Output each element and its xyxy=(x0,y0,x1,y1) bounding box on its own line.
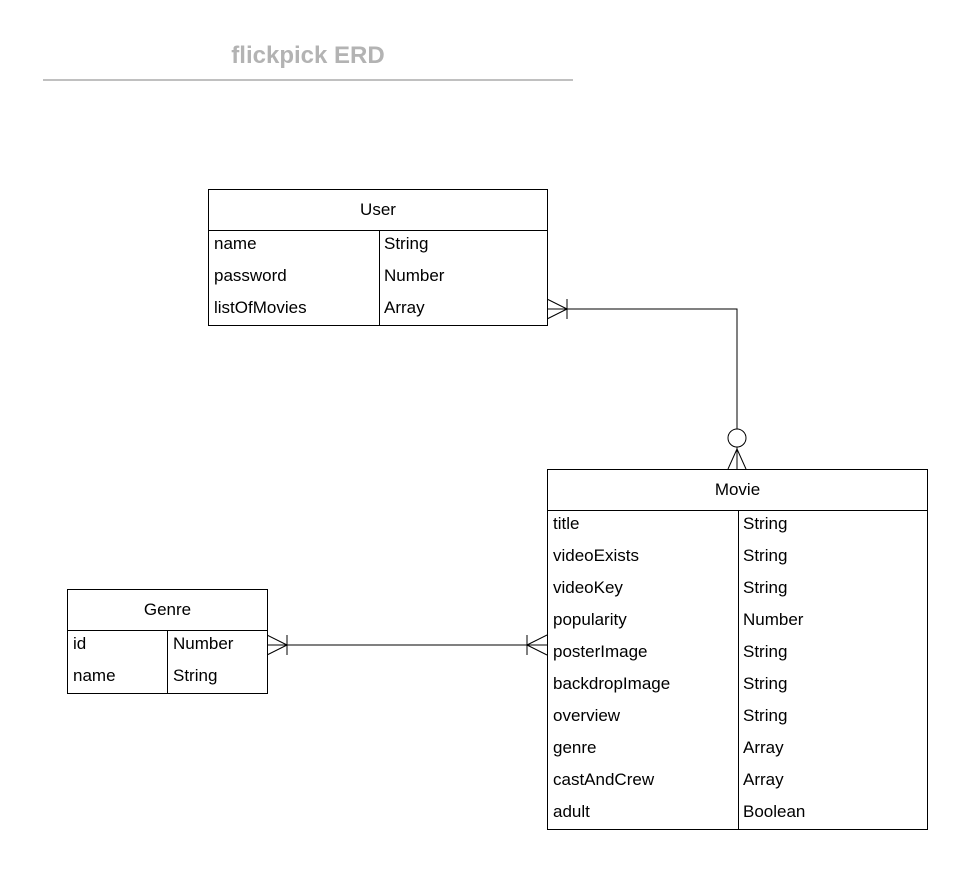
attribute-name: password xyxy=(214,266,287,285)
movie-entity-title: Movie xyxy=(548,470,927,511)
attribute-row: adult Boolean xyxy=(548,799,927,831)
movie-one-or-many-marker xyxy=(526,634,548,656)
attribute-row: posterImage String xyxy=(548,639,927,671)
attribute-type: String xyxy=(743,546,788,565)
attribute-row: name String xyxy=(209,231,547,263)
attribute-name: overview xyxy=(553,706,621,725)
movie-zero-or-many-marker xyxy=(727,428,747,470)
movie-entity-attributes: title String videoExists String videoKey… xyxy=(548,511,927,829)
attribute-type: String xyxy=(743,706,788,725)
attribute-name: name xyxy=(214,234,257,253)
diagram-title: flickpick ERD xyxy=(231,42,385,69)
attribute-row: genre Array xyxy=(548,735,927,767)
attribute-name: name xyxy=(73,666,116,685)
genre-entity-title: Genre xyxy=(68,590,267,631)
attribute-name: castAndCrew xyxy=(553,770,655,789)
attribute-type: Number xyxy=(173,634,234,653)
user-entity-title: User xyxy=(209,190,547,231)
attribute-type: Number xyxy=(743,610,804,629)
attribute-name: videoExists xyxy=(553,546,639,565)
attribute-type: String xyxy=(743,642,788,661)
user-movie-connector xyxy=(547,308,738,449)
attribute-type: String xyxy=(384,234,429,253)
attribute-type: Array xyxy=(384,298,425,317)
attribute-type: String xyxy=(173,666,218,685)
attribute-row: listOfMovies Array xyxy=(209,295,547,327)
attribute-row: videoKey String xyxy=(548,575,927,607)
attribute-name: videoKey xyxy=(553,578,623,597)
attribute-row: id Number xyxy=(68,631,267,663)
attribute-name: genre xyxy=(553,738,597,757)
attribute-row: popularity Number xyxy=(548,607,927,639)
attribute-type: String xyxy=(743,674,788,693)
attribute-row: backdropImage String xyxy=(548,671,927,703)
attribute-row: name String xyxy=(68,663,267,695)
attribute-name: id xyxy=(73,634,87,653)
column-divider xyxy=(167,631,168,693)
attribute-name: popularity xyxy=(553,610,627,629)
attribute-name: adult xyxy=(553,802,590,821)
genre-entity[interactable]: Genre id Number name String xyxy=(67,589,268,694)
attribute-type: Number xyxy=(384,266,445,285)
attribute-type: String xyxy=(743,578,788,597)
attribute-name: backdropImage xyxy=(553,674,671,693)
attribute-row: videoExists String xyxy=(548,543,927,575)
attribute-name: title xyxy=(553,514,580,533)
attribute-type: Array xyxy=(743,738,784,757)
attribute-type: Array xyxy=(743,770,784,789)
attribute-name: posterImage xyxy=(553,642,648,661)
attribute-row: castAndCrew Array xyxy=(548,767,927,799)
column-divider xyxy=(379,231,380,325)
user-entity-attributes: name String password Number listOfMovies… xyxy=(209,231,547,325)
attribute-type: String xyxy=(743,514,788,533)
attribute-row: title String xyxy=(548,511,927,543)
user-entity[interactable]: User name String password Number listOfM… xyxy=(208,189,548,326)
attribute-name: listOfMovies xyxy=(214,298,307,317)
movie-entity[interactable]: Movie title String videoExists String vi… xyxy=(547,469,928,830)
attribute-row: overview String xyxy=(548,703,927,735)
genre-one-or-many-marker xyxy=(266,634,288,656)
user-one-or-many-marker xyxy=(546,298,568,320)
column-divider xyxy=(738,511,739,829)
genre-entity-attributes: id Number name String xyxy=(68,631,267,693)
attribute-type: Boolean xyxy=(743,802,806,821)
attribute-row: password Number xyxy=(209,263,547,295)
title-underline xyxy=(43,79,573,81)
